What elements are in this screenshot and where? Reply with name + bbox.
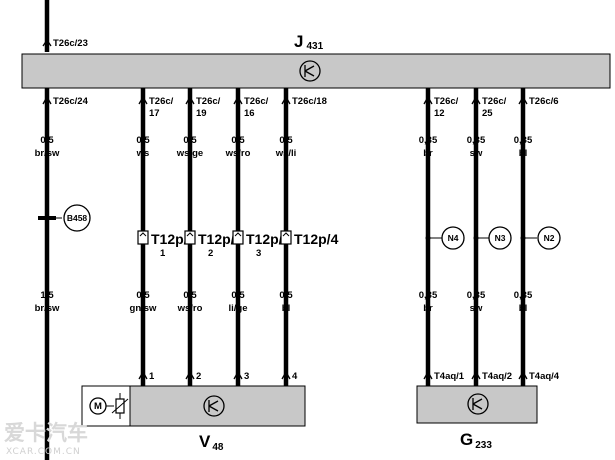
top-pin-label: T26c/23 bbox=[53, 38, 88, 49]
end-pin-label: 4 bbox=[292, 371, 298, 382]
wire-gauge-lower: 0,35 bbox=[419, 290, 438, 301]
wire-color-lower: br bbox=[423, 303, 433, 314]
wire-gauge: 0,5 bbox=[40, 135, 54, 146]
pin-label: T26c/18 bbox=[292, 96, 327, 107]
end-pin-label: 3 bbox=[244, 371, 249, 382]
wire-gauge-lower: 0,5 bbox=[136, 290, 150, 301]
sensor-box bbox=[416, 385, 538, 424]
wire-gauge: 0,35 bbox=[467, 135, 486, 146]
connector-symbol bbox=[184, 230, 196, 245]
wire-color-lower: ws/ro bbox=[177, 303, 203, 314]
pin-label-line1: T26c/ bbox=[196, 96, 221, 107]
pin-label-line2: 25 bbox=[482, 108, 493, 119]
end-pin-label: T4aq/2 bbox=[482, 371, 512, 382]
connector-label: T12p/ bbox=[151, 231, 188, 247]
connector-label: T12p/4 bbox=[294, 231, 339, 247]
joint-b458-circle bbox=[63, 204, 91, 232]
wire-gauge: 0,5 bbox=[183, 135, 197, 146]
joint-label: N3 bbox=[495, 233, 506, 243]
wire-color: br/sw bbox=[35, 148, 60, 159]
joint-n4-circle bbox=[441, 226, 465, 250]
pin-label-line1: T26c/ bbox=[434, 96, 459, 107]
joint-label: N2 bbox=[544, 233, 555, 243]
wire-gauge-lower: 0,35 bbox=[514, 290, 533, 301]
wire-t26c-18: T26c/18 0,5 ws/li T12p/4 0,5 bl 4 bbox=[275, 88, 339, 386]
joint-label: B458 bbox=[67, 213, 88, 223]
wire-gauge-lower: 1,5 bbox=[40, 290, 54, 301]
connector-label-line2: 1 bbox=[160, 248, 166, 259]
watermark-url: XCAR.COM.CN bbox=[6, 447, 81, 457]
control-unit-electronic-symbol bbox=[299, 60, 321, 82]
connector-label: T12p/ bbox=[246, 231, 283, 247]
joint-n3-circle bbox=[488, 226, 512, 250]
pin-label-line2: 12 bbox=[434, 108, 445, 119]
wire-color: ws/ge bbox=[176, 148, 203, 159]
wire-color: ws bbox=[136, 148, 150, 159]
pin-label-line2: 19 bbox=[196, 108, 207, 119]
wire-color-lower: br/sw bbox=[35, 303, 60, 314]
actuator-electronic-symbol bbox=[203, 395, 225, 417]
joint-n2-circle bbox=[537, 226, 561, 250]
connector-label: T12p/ bbox=[198, 231, 235, 247]
connector-label-line2: 3 bbox=[256, 248, 261, 259]
wire-color: bl bbox=[519, 148, 527, 159]
watermark-logo: 爱卡汽车 bbox=[4, 421, 88, 445]
pin-label-line2: 16 bbox=[244, 108, 255, 119]
wire-gauge: 0,35 bbox=[419, 135, 438, 146]
wire-color-lower: sw bbox=[470, 303, 483, 314]
connector-symbol bbox=[280, 230, 292, 245]
wire-t26c-6: T26c/6 0,35 bl N2 0,35 bl T4aq/4 bbox=[514, 88, 561, 386]
end-pin-label: T4aq/4 bbox=[529, 371, 560, 382]
wire-color-lower: bl bbox=[519, 303, 527, 314]
wire-color-lower: bl bbox=[282, 303, 290, 314]
wire-gauge-lower: 0,35 bbox=[467, 290, 486, 301]
wire-gauge-lower: 0,5 bbox=[279, 290, 293, 301]
wire-color-lower: li/ge bbox=[228, 303, 247, 314]
top-pin-arrow bbox=[42, 38, 52, 47]
wire-t26c-12: T26c/ 12 0,35 br N4 0,35 br T4aq/1 bbox=[419, 88, 465, 386]
pin-label-line1: T26c/ bbox=[244, 96, 269, 107]
joint-label: N4 bbox=[448, 233, 459, 243]
pin-label: T26c/24 bbox=[53, 96, 89, 107]
wire-color: ws/li bbox=[275, 148, 297, 159]
control-unit-box bbox=[21, 53, 611, 89]
connector-symbol bbox=[137, 230, 149, 245]
end-pin-label: T4aq/1 bbox=[434, 371, 465, 382]
pin-label-line2: 17 bbox=[149, 108, 160, 119]
wire-gauge: 0,5 bbox=[231, 135, 245, 146]
connector-symbol bbox=[232, 230, 244, 245]
wire-t26c-19: T26c/ 19 0,5 ws/ge T12p/ 2 0,5 ws/ro 2 bbox=[176, 88, 235, 386]
motor-icon: M bbox=[89, 397, 114, 415]
wire-color: br bbox=[423, 148, 433, 159]
wire-gauge: 0,5 bbox=[136, 135, 150, 146]
wire-color: sw bbox=[470, 148, 483, 159]
wire-gauge: 0,5 bbox=[279, 135, 293, 146]
wire-t26c-17: T26c/ 17 0,5 ws T12p/ 1 0,5 gn/sw 1 bbox=[130, 88, 188, 386]
wire-t26c-25: T26c/ 25 0,35 sw N3 0,35 sw T4aq/2 bbox=[467, 88, 512, 386]
pin-label-line1: T26c/ bbox=[149, 96, 174, 107]
svg-text:M: M bbox=[94, 401, 102, 412]
end-pin-label: 2 bbox=[196, 371, 201, 382]
wire-color: ws/ro bbox=[225, 148, 251, 159]
wire-gauge-lower: 0,5 bbox=[231, 290, 245, 301]
wire-gauge-lower: 0,5 bbox=[183, 290, 197, 301]
potentiometer-icon bbox=[111, 393, 129, 419]
pin-label: T26c/6 bbox=[529, 96, 559, 107]
pin-label-line1: T26c/ bbox=[482, 96, 507, 107]
sensor-electronic-symbol bbox=[467, 393, 489, 415]
connector-label-line2: 2 bbox=[208, 248, 213, 259]
end-pin-label: 1 bbox=[149, 371, 155, 382]
wire-color-lower: gn/sw bbox=[130, 303, 158, 314]
wire-gauge: 0,35 bbox=[514, 135, 533, 146]
wire-t26c-16: T26c/ 16 0,5 ws/ro T12p/ 3 0,5 li/ge 3 bbox=[225, 88, 283, 386]
wire-t26c-24: T26c/24 0,5 br/sw B458 1,5 br/sw bbox=[35, 88, 91, 460]
